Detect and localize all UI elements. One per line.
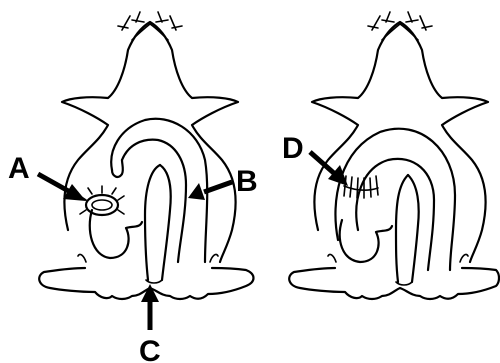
arrow-a: [38, 174, 86, 201]
right-intestine-inner: [356, 159, 434, 270]
left-body-outline: [62, 22, 238, 262]
label-b: B: [236, 165, 258, 198]
left-neck-sutures: [118, 12, 182, 40]
left-leg-detail: [210, 254, 218, 262]
right-bottom-outline: [289, 268, 499, 299]
right-specimen: D: [282, 12, 499, 299]
left-limb-outer: [145, 165, 160, 280]
left-intestine-inner: [122, 140, 186, 262]
right-limb-inner: [408, 175, 419, 282]
left-limb-inner: [160, 165, 171, 280]
left-specimen: A B C: [8, 12, 258, 363]
left-leg-detail-2: [78, 254, 86, 262]
label-a: A: [8, 152, 30, 185]
anastomosis-a: [80, 186, 124, 215]
left-intestine-tip: [112, 160, 123, 177]
left-pouch: [90, 210, 142, 258]
arrow-d: [310, 152, 348, 186]
right-leg-detail-2: [328, 254, 336, 262]
right-leg-detail: [460, 254, 468, 262]
right-limb-outer: [396, 175, 408, 282]
right-body-outline: [312, 22, 488, 262]
label-d: D: [282, 132, 304, 165]
label-c: C: [139, 335, 161, 363]
arrow-b: [188, 182, 232, 200]
right-neck-sutures: [368, 12, 432, 40]
right-pouch: [340, 220, 392, 262]
